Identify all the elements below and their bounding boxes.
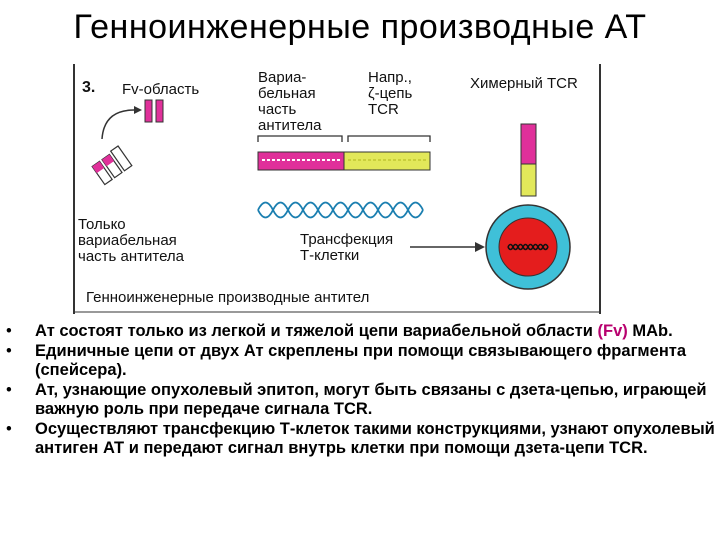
transfection-arrow-head: [475, 242, 485, 252]
page-title: Генноинженерные производные АТ: [73, 8, 647, 46]
dna-helix-icon: [257, 201, 424, 219]
construct-variable-segment: [257, 151, 345, 171]
bullet-item: • Ат состоят только из легкой и тяжелой …: [6, 322, 673, 340]
zeta-chain-label: Напр., ζ-цепь TCR: [368, 69, 413, 118]
fv-highlight: (Fv): [597, 322, 628, 340]
bullet-marker: •: [6, 341, 12, 360]
antibody-fragment-icon: [91, 145, 133, 186]
fv-light-bar: [155, 99, 164, 123]
bullet-marker: •: [6, 419, 12, 438]
fv-arrow-line: [101, 109, 135, 140]
chimeric-tcr-variable: [520, 123, 537, 165]
zeta-bracket: [347, 135, 431, 142]
bullet-marker: •: [6, 380, 12, 399]
figure-caption: Генноинженерные производные антител: [86, 289, 370, 306]
variable-part-label: Вариа- бельная часть антитела: [258, 69, 322, 134]
bullet-marker: •: [6, 322, 12, 340]
fv-arrow-head: [134, 106, 142, 114]
bullet-item: • Осуществляют трансфекцию Т-клеток таки…: [6, 419, 715, 458]
variable-part-bracket: [257, 135, 343, 142]
transfection-label: Трансфекция Т-клетки: [300, 231, 394, 264]
construct-zeta-segment: [343, 151, 431, 171]
fv-heavy-bar: [144, 99, 153, 123]
chimeric-tcr-zeta: [520, 163, 537, 197]
chimeric-tcr-label: Химерный TCR: [470, 75, 578, 92]
diagram-figure: 3. Fv-область Вариа- бельная часть антит…: [72, 64, 602, 316]
bullet-list: • Ат состоят только из легкой и тяжелой …: [6, 322, 718, 459]
diagram-graphics: [73, 64, 601, 314]
bullet-item: • Единичные цепи от двух Ат скреплены пр…: [6, 341, 687, 380]
only-variable-label: Только вариабельная часть антитела: [78, 216, 185, 265]
bullet-item: • Ат, узнающие опухолевый эпитоп, могут …: [6, 380, 707, 419]
fv-region-label: Fv-область: [122, 81, 200, 98]
panel-number: 3.: [82, 79, 96, 96]
